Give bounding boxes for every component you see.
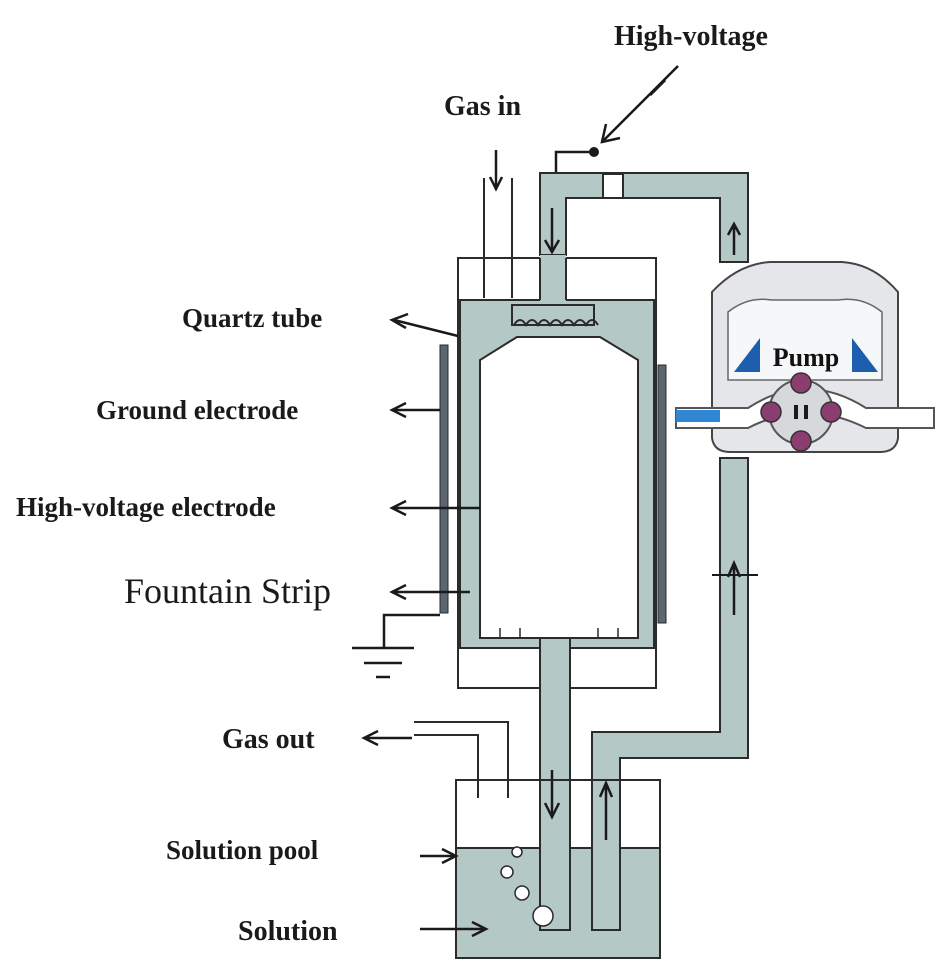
pump-label: Pump bbox=[773, 343, 839, 372]
label-fountain-strip: Fountain Strip bbox=[124, 571, 331, 611]
valve bbox=[602, 173, 624, 199]
gas-out-pipe bbox=[414, 721, 509, 798]
pump-blue-left bbox=[734, 338, 760, 372]
pump-hub-right bbox=[804, 405, 808, 419]
inner-cavity bbox=[479, 336, 639, 639]
pump-roller-left bbox=[760, 401, 782, 423]
flow-arrow-up-outlet bbox=[726, 221, 742, 255]
high-voltage-wire bbox=[554, 150, 592, 172]
pump-panel bbox=[727, 298, 883, 381]
label-high-voltage-electrode: High-voltage electrode bbox=[16, 492, 276, 522]
pump-inlet-blue bbox=[676, 410, 720, 422]
pump-roller-right bbox=[820, 401, 842, 423]
pump-blue-right bbox=[852, 338, 878, 372]
solution-arrow bbox=[420, 920, 489, 938]
ground-symbol bbox=[352, 613, 440, 679]
label-ground-electrode: Ground electrode bbox=[96, 395, 298, 425]
high-voltage-terminal bbox=[589, 147, 599, 157]
high-voltage-arrow bbox=[600, 65, 679, 144]
bubble bbox=[511, 846, 523, 858]
label-solution: Solution bbox=[238, 916, 338, 947]
bubble bbox=[500, 865, 514, 879]
reactor-top-neck bbox=[540, 255, 566, 303]
fountain-strip-arrow bbox=[389, 583, 470, 601]
bubble bbox=[514, 885, 530, 901]
flow-arrow-down-top bbox=[543, 208, 561, 255]
label-quartz-tube: Quartz tube bbox=[182, 303, 322, 333]
ground-electrode-left bbox=[439, 344, 449, 614]
pump-roller-top bbox=[790, 372, 812, 394]
solution-pool-arrow bbox=[420, 847, 459, 865]
bubble bbox=[532, 905, 554, 927]
ground-electrode-arrow bbox=[389, 401, 440, 419]
label-solution-pool: Solution pool bbox=[166, 835, 319, 865]
top-liquid-pipe bbox=[539, 172, 749, 263]
pump-roller-bottom bbox=[790, 430, 812, 452]
ground-electrode-right bbox=[657, 364, 667, 624]
quartz-tube-arrow bbox=[389, 312, 459, 338]
gas-out-arrow bbox=[361, 729, 412, 747]
high-voltage-electrode-arrow bbox=[389, 499, 480, 517]
gas-in-pipe bbox=[483, 178, 513, 298]
flow-arrow-up-riser bbox=[726, 559, 742, 615]
pump-hub-left bbox=[794, 405, 798, 419]
label-gas-out: Gas out bbox=[222, 724, 315, 755]
label-high-voltage: High-voltage bbox=[614, 21, 768, 52]
gas-in-arrow bbox=[488, 150, 504, 192]
label-gas-in: Gas in bbox=[444, 91, 521, 122]
nozzle-holes bbox=[513, 319, 599, 327]
